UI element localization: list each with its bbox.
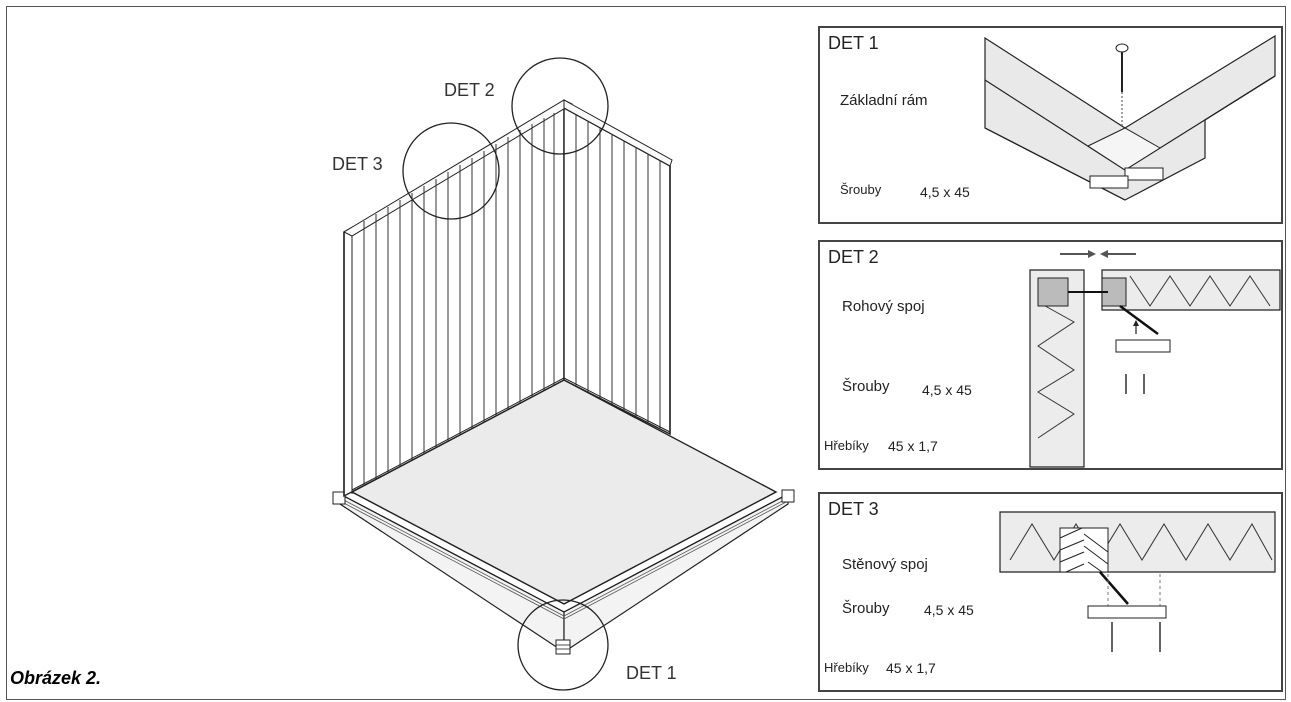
det1-screws-label: Šrouby: [840, 182, 882, 197]
wall-right-boards: [575, 115, 661, 428]
det2-drawing: [1029, 250, 1281, 468]
det1-circle: [517, 599, 609, 691]
frame-inner-edge: [351, 491, 777, 605]
det2-callout-label: DET 2: [444, 80, 495, 100]
frame-top-edge: [339, 493, 789, 613]
det3-screws-label: Šrouby: [842, 600, 890, 617]
det3-subtitle: Stěnový spoj: [842, 556, 928, 573]
det3-nails-label: Hřebíky: [824, 660, 869, 675]
det3-callout-label: DET 3: [332, 154, 383, 174]
det3-screws-size: 4,5 x 45: [924, 602, 974, 618]
det1-panel: DET 1 Základní rám Šrouby 4,5 x 45: [818, 26, 1283, 224]
det3-panel: DET 3 Stěnový spoj Šrouby 4,5 x 45 Hřebí…: [818, 492, 1283, 692]
det3-circle: [402, 122, 500, 220]
det2-subtitle: Rohový spoj: [842, 298, 925, 315]
det1-title: DET 1: [828, 33, 879, 53]
figure-caption: Obrázek 2.: [10, 668, 102, 688]
det1-drawing: [984, 34, 1276, 201]
det3-nails-size: 45 x 1,7: [886, 660, 936, 676]
det1-subtitle: Základní rám: [840, 92, 928, 109]
det2-nails-label: Hřebíky: [824, 438, 869, 453]
det1-callout-label: DET 1: [626, 663, 677, 683]
wall-left-boards: [363, 113, 555, 486]
det2-screws-label: Šrouby: [842, 378, 890, 395]
det2-nails-size: 45 x 1,7: [888, 438, 938, 454]
det2-panel: DET 2 Rohový spoj Šrouby 4,5 x 45 Hřebík…: [818, 240, 1283, 470]
det2-circle: [511, 57, 609, 155]
det3-title: DET 3: [828, 499, 879, 519]
det2-title: DET 2: [828, 247, 879, 267]
det1-screws-size: 4,5 x 45: [920, 184, 970, 200]
figure-frame: [6, 6, 1286, 700]
isometric-frame-drawing: [332, 57, 795, 691]
det2-screws-size: 4,5 x 45: [922, 382, 972, 398]
det3-drawing: [999, 511, 1276, 652]
